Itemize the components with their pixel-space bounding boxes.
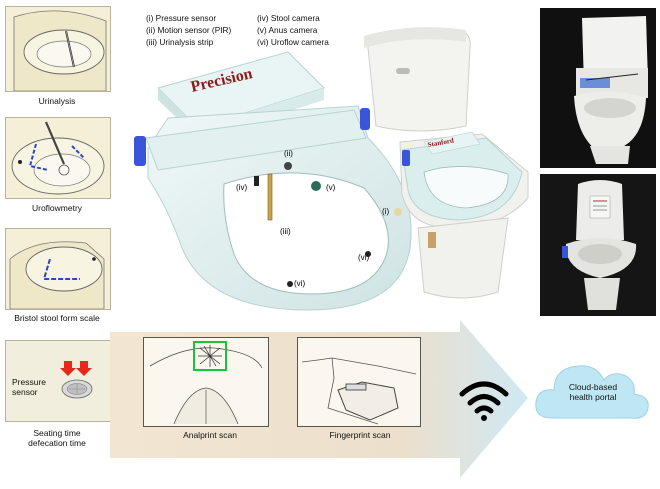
urinalysis-caption: Urinalysis: [38, 96, 76, 106]
toilet-photo-top-image: [540, 8, 656, 168]
legend-item: (iii) Urinalysis strip: [146, 37, 214, 47]
label-ii: (ii): [284, 149, 293, 158]
analprint-caption: Analprint scan: [183, 430, 237, 440]
down-arrow-icon: [60, 361, 76, 376]
precision-seat: Precision (ii) (iv) (v) (i) (iii) (vi) (…: [134, 51, 412, 311]
down-arrow-icon: [76, 361, 92, 376]
label-iii: (iii): [280, 227, 291, 236]
wifi-icon: [459, 381, 509, 421]
stanford-toilet: Stanford: [364, 27, 529, 299]
legend-item: (vi) Uroflow camera: [257, 37, 329, 47]
pressure-panel: Pressure sensor: [5, 340, 111, 422]
label-v: (v): [326, 183, 336, 192]
fingerprint-caption: Fingerprint scan: [329, 430, 391, 440]
cloud-label: Cloud-based health portal: [568, 382, 618, 402]
pressure-sensor-label: Pressure sensor: [12, 377, 47, 397]
legend-item: (i) Pressure sensor: [146, 13, 217, 23]
urinalysis-panel: [5, 6, 111, 92]
bristol-caption: Bristol stool form scale: [14, 313, 100, 323]
pressure-sensor-graphic: [60, 361, 93, 399]
uroflowmetry-caption: Uroflowmetry: [31, 203, 83, 213]
left-hinge-button: [134, 136, 146, 166]
fingerprint-panel: [297, 337, 421, 427]
bristol-panel: [5, 228, 111, 310]
legend-item: (ii) Motion sensor (PIR): [146, 25, 232, 35]
urinalysis-illustration: [13, 10, 107, 91]
uroflowmetry-illustration: [11, 121, 105, 195]
legend-item: (v) Anus camera: [257, 25, 318, 35]
analprint-illustration: [149, 341, 263, 425]
label-vi-bottom: (vi): [294, 279, 305, 288]
toilet-photo-top: [540, 8, 656, 168]
analprint-panel: [143, 337, 269, 427]
toilet-photo-bottom: [540, 174, 656, 316]
label-i: (i): [382, 207, 389, 216]
legend-item: (iv) Stool camera: [257, 13, 320, 23]
bristol-illustration: [9, 241, 105, 309]
legend-col2: (iv) Stool camera (v) Anus camera (vi) U…: [257, 12, 329, 48]
label-vi-right: (vi): [358, 253, 369, 262]
legend-col1: (i) Pressure sensor (ii) Motion sensor (…: [146, 12, 231, 48]
uroflowmetry-panel: [5, 117, 111, 199]
seating-caption: Seating time defecation time: [28, 428, 86, 448]
toilet-photo-bottom-image: [540, 174, 656, 316]
label-iv: (iv): [236, 183, 247, 192]
cloud-icon: [535, 365, 649, 419]
fingerprint-illustration: [301, 357, 417, 425]
